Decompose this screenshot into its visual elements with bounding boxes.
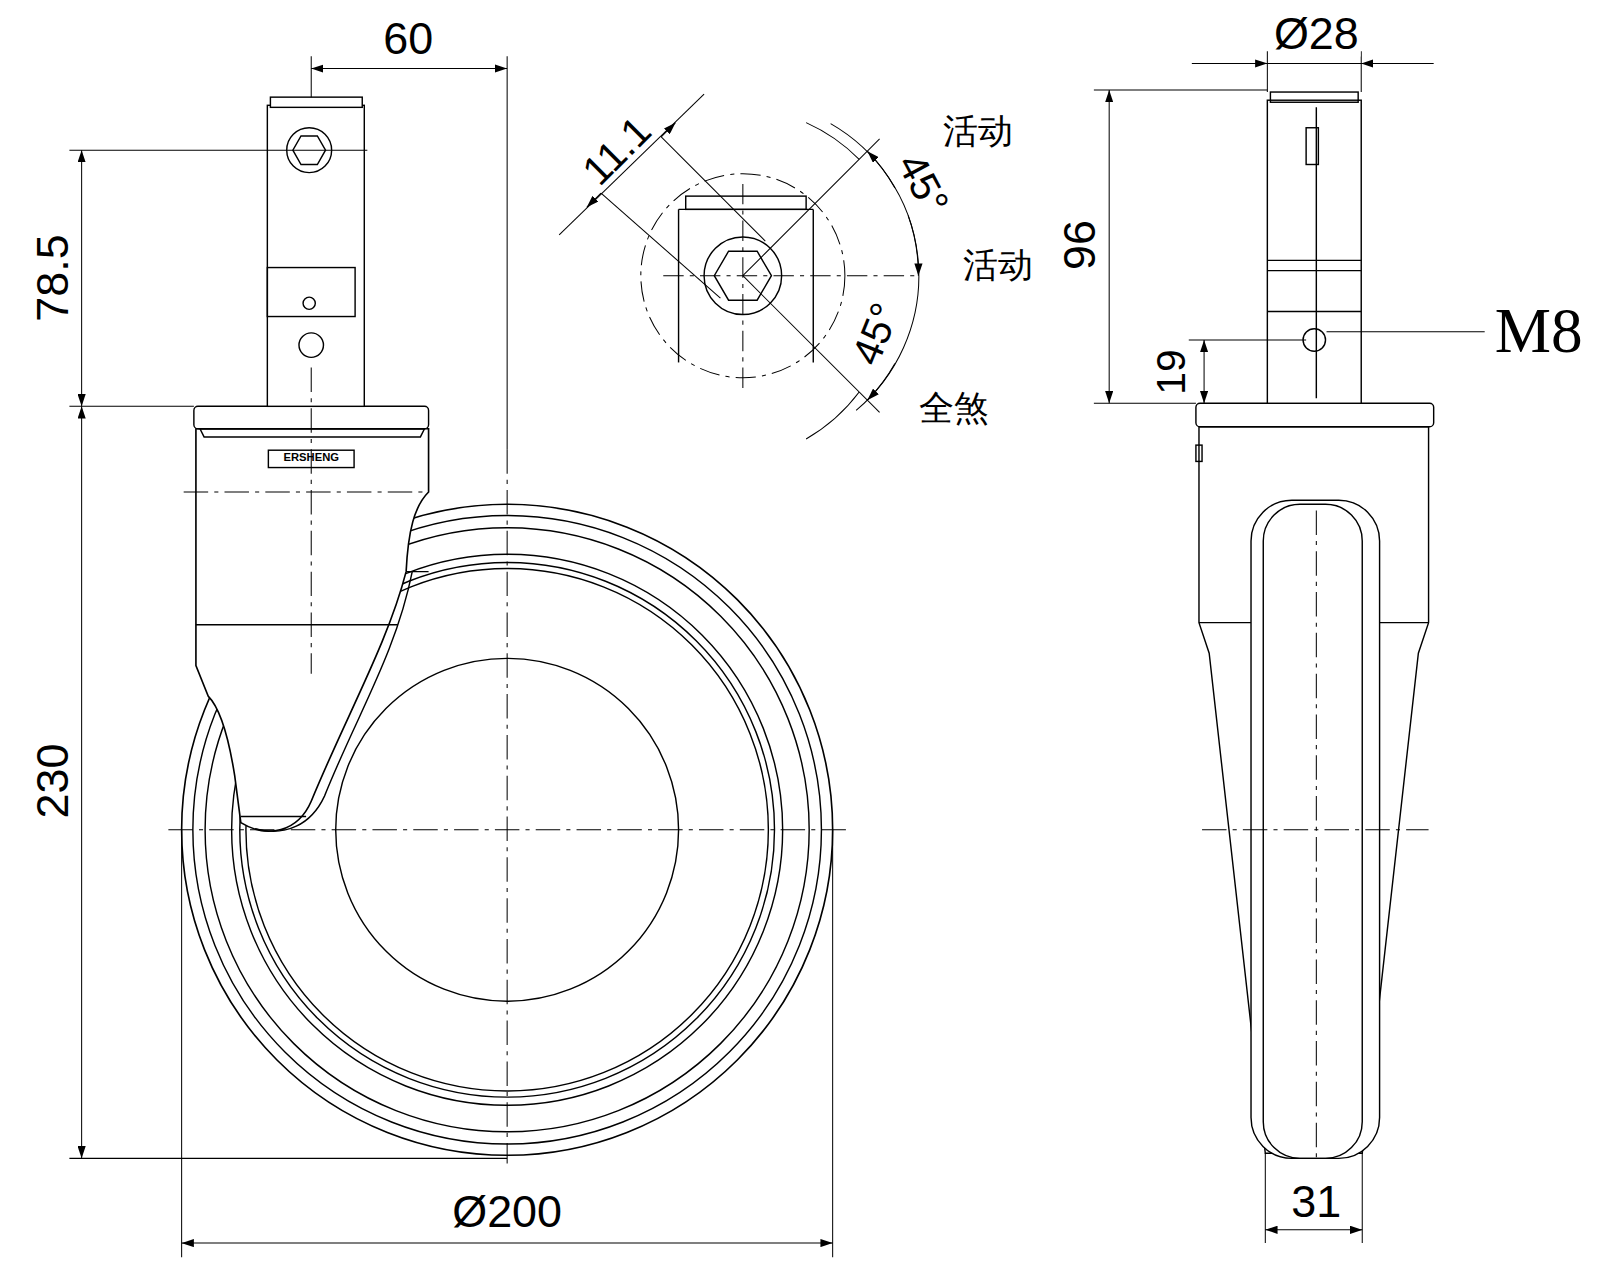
dimension-text: 96 — [1057, 218, 1102, 272]
angle-text: 45° — [890, 145, 957, 222]
dimension-text: 60 — [381, 16, 435, 61]
dimension-text: 230 — [31, 741, 76, 820]
state-label: 全煞 — [917, 391, 991, 426]
dimension-text: Ø28 — [1272, 11, 1361, 56]
thread-label: M8 — [1493, 300, 1585, 363]
dimension-text: Ø200 — [450, 1190, 564, 1235]
dimension-text: 31 — [1289, 1180, 1343, 1225]
dimension-text: 78.5 — [31, 232, 76, 323]
state-label: 活动 — [961, 248, 1035, 283]
brand-logo: ERSHENG — [281, 453, 340, 464]
dimension-text: 19 — [1151, 348, 1192, 397]
state-label: 活动 — [941, 113, 1015, 148]
dimension-text: 11.1 — [574, 108, 660, 194]
